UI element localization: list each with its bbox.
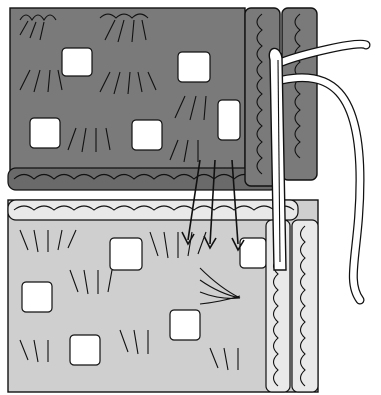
top-panel-chain-edge bbox=[8, 168, 278, 190]
bottom-crochet-panel bbox=[8, 200, 318, 392]
bottom-panel-chain-edge bbox=[8, 200, 298, 220]
